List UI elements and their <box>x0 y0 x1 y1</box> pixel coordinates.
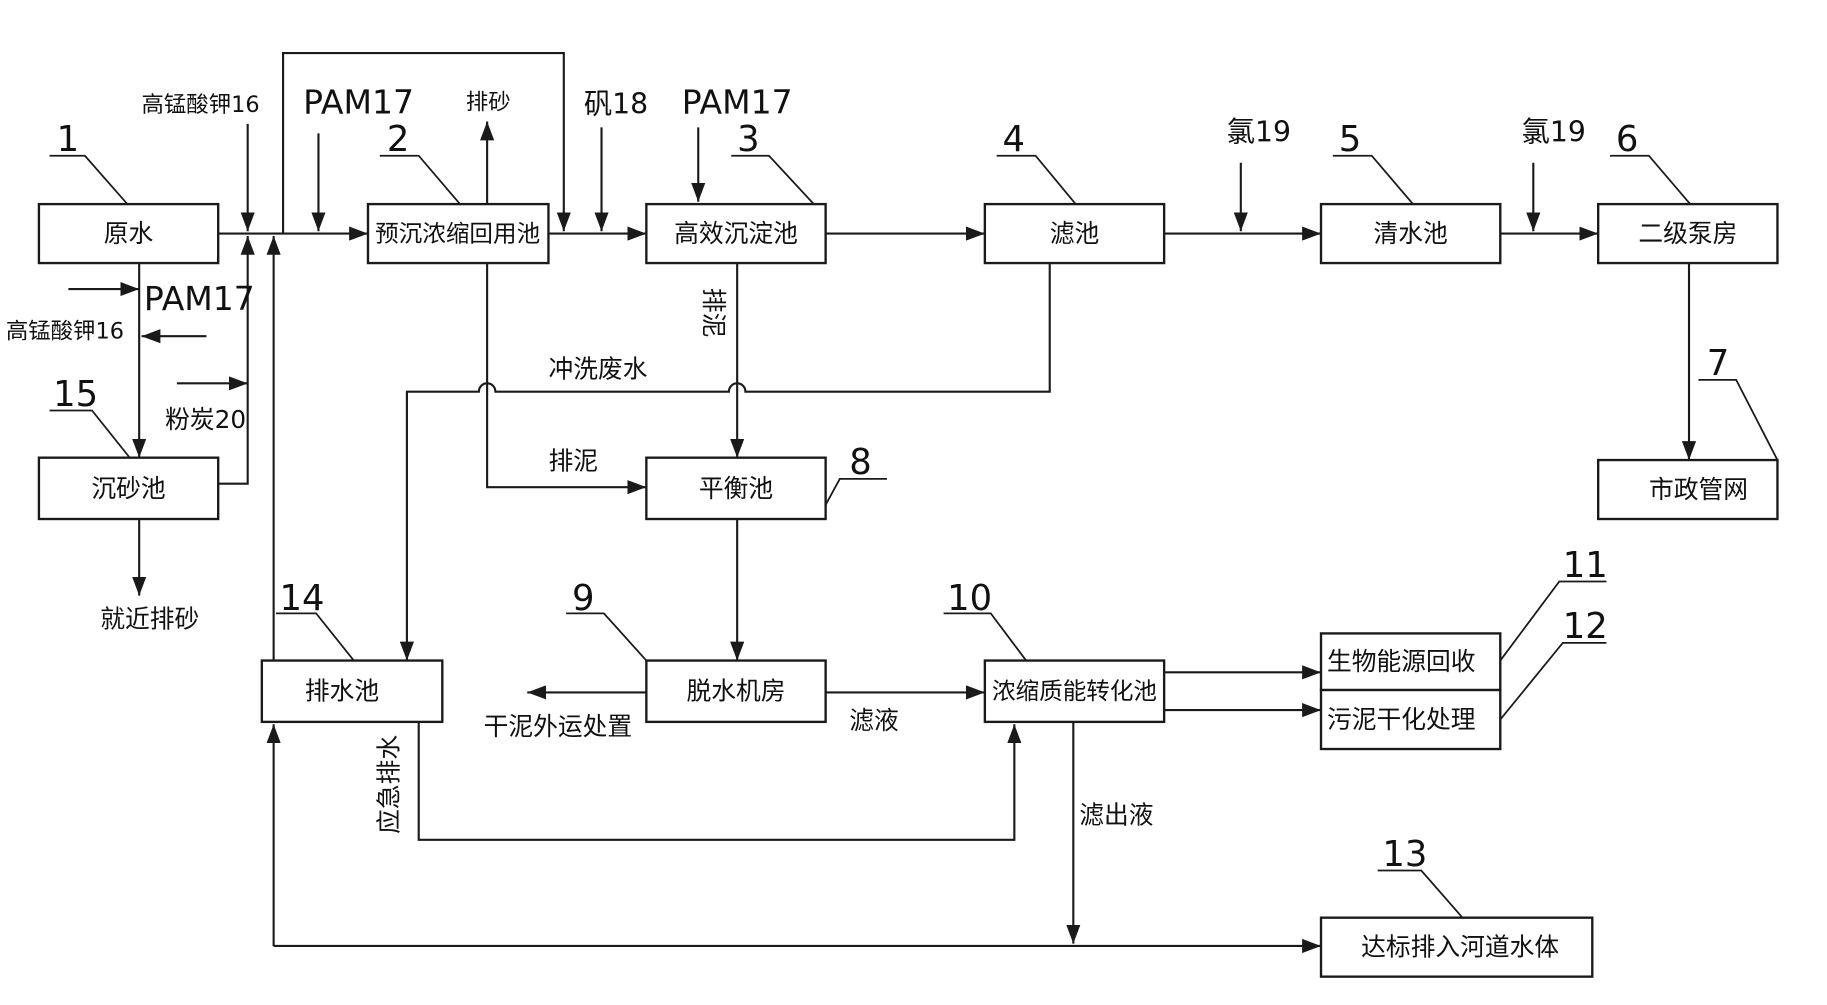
ref-2: 2 <box>379 119 461 205</box>
label-carbon: 粉炭20 <box>165 405 246 434</box>
unit-presettling: 预沉浓缩回用池 <box>366 202 550 265</box>
ref-number: 11 <box>1563 545 1608 586</box>
ref-number: 4 <box>1003 119 1026 160</box>
label-dry-sludge: 干泥外运处置 <box>484 712 633 741</box>
ref-1: 1 <box>49 119 129 205</box>
label-kmno4-top: 高锰酸钾16 <box>142 92 260 118</box>
unit-label: 清水池 <box>1374 219 1448 248</box>
label-effluent: 滤出液 <box>1079 800 1153 829</box>
flow-bypass-loop <box>282 52 571 234</box>
label-kmno4-left: 高锰酸钾16 <box>6 319 124 345</box>
label-filtrate: 滤液 <box>849 706 898 735</box>
unit-dewatering: 脱水机房 <box>645 659 827 724</box>
ref-6: 6 <box>1609 119 1691 205</box>
unit-label: 脱水机房 <box>686 677 785 706</box>
unit-river: 达标排入河道水体 <box>1319 916 1594 978</box>
label-pam-top-2: PAM17 <box>682 82 793 121</box>
dosing-labels: 高锰酸钾16 PAM17 矾18 PAM17 氯19 氯19 PAM17 高锰酸… <box>6 82 1586 434</box>
unit-clear-well: 清水池 <box>1319 202 1502 265</box>
unit-label: 污泥干化处理 <box>1327 705 1476 734</box>
ref-5: 5 <box>1332 119 1414 205</box>
ref-12: 12 <box>1499 606 1608 721</box>
label-alum: 矾18 <box>584 87 648 120</box>
flow-grit-return <box>218 235 255 485</box>
ref-9: 9 <box>566 578 648 662</box>
stream-labels: 排砂 排泥 冲洗废水 排泥 干泥外运处置 滤液 滤出液 应急排水 就近排砂 <box>100 90 1153 834</box>
unit-label: 沉砂池 <box>91 474 165 503</box>
ref-number: 8 <box>849 442 872 483</box>
unit-conversion: 浓缩质能转化池 <box>983 659 1166 724</box>
unit-label: 原水 <box>104 219 154 248</box>
unit-label: 排水池 <box>305 677 379 706</box>
unit-label: 市政管网 <box>1649 475 1748 504</box>
ref-number: 3 <box>737 119 760 160</box>
unit-pump-house: 二级泵房 <box>1597 202 1779 265</box>
ref-number: 2 <box>387 119 410 160</box>
unit-sludge-drying: 污泥干化处理 <box>1319 688 1502 751</box>
unit-label: 预沉浓缩回用池 <box>375 220 540 248</box>
ref-number: 12 <box>1563 606 1608 647</box>
ref-number: 1 <box>57 119 80 160</box>
flow-presettling-sludge <box>486 263 647 495</box>
unit-raw-water: 原水 <box>37 202 220 265</box>
unit-drain-pool: 排水池 <box>260 659 444 724</box>
label-sludge-vertical: 排泥 <box>699 288 728 337</box>
ref-number: 9 <box>572 578 595 619</box>
ref-4: 4 <box>996 119 1077 205</box>
unit-municipal: 市政管网 <box>1597 458 1779 521</box>
ref-15: 15 <box>49 374 131 459</box>
label-pam-left: PAM17 <box>144 279 255 318</box>
unit-label: 滤池 <box>1050 219 1100 248</box>
unit-label: 二级泵房 <box>1638 219 1737 248</box>
ref-number: 15 <box>53 374 98 415</box>
unit-label: 生物能源回收 <box>1327 647 1476 676</box>
label-chlorine-1: 氯19 <box>1227 116 1291 149</box>
label-local-sand: 就近排砂 <box>100 605 199 634</box>
unit-label: 达标排入河道水体 <box>1361 933 1559 962</box>
ref-3: 3 <box>731 119 815 205</box>
ref-number: 5 <box>1339 119 1362 160</box>
ref-11: 11 <box>1499 545 1608 662</box>
ref-7: 7 <box>1698 343 1779 461</box>
unit-hi-eff-settling: 高效沉淀池 <box>645 202 827 265</box>
unit-bioenergy: 生物能源回收 <box>1319 632 1502 692</box>
label-backwash: 冲洗废水 <box>548 354 647 383</box>
flow-emergency-drain <box>417 721 1022 841</box>
label-emergency-drain: 应急排水 <box>375 735 404 834</box>
label-pam-top-1: PAM17 <box>303 82 414 121</box>
ref-number: 10 <box>947 578 992 619</box>
unit-balance: 平衡池 <box>645 456 827 521</box>
label-sludge-horizontal: 排泥 <box>548 446 598 475</box>
reference-numbers: 1 2 3 4 5 6 7 8 <box>49 119 1779 919</box>
ref-8: 8 <box>824 442 887 506</box>
ref-14: 14 <box>275 578 355 662</box>
ref-number: 14 <box>280 578 325 619</box>
ref-10: 10 <box>943 578 1027 662</box>
flow-lines <box>68 52 1697 954</box>
unit-label: 高效沉淀池 <box>674 219 798 248</box>
label-sand-out: 排砂 <box>466 90 511 116</box>
unit-label: 浓缩质能转化池 <box>992 677 1157 705</box>
unit-grit-chamber: 沉砂池 <box>37 456 220 521</box>
ref-number: 6 <box>1616 119 1639 160</box>
flow-backwash-water <box>399 263 1051 661</box>
ref-13: 13 <box>1377 834 1464 919</box>
unit-label: 平衡池 <box>699 474 773 503</box>
label-chlorine-2: 氯19 <box>1522 116 1586 149</box>
unit-filter: 滤池 <box>983 202 1166 265</box>
ref-number: 7 <box>1707 343 1730 384</box>
ref-number: 13 <box>1382 834 1427 875</box>
